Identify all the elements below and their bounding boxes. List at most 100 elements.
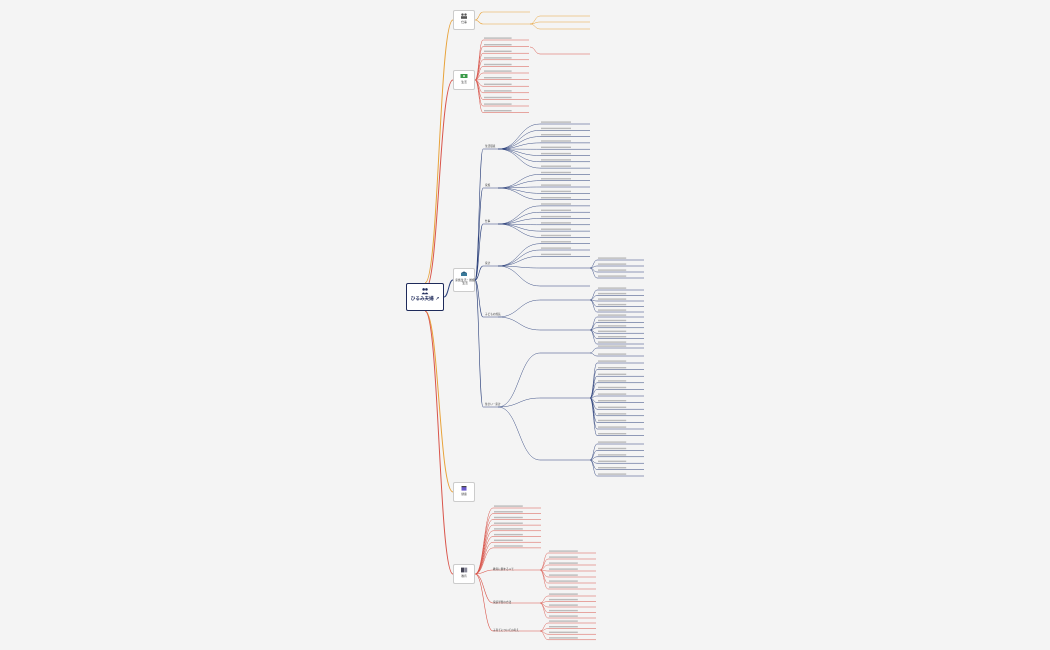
branch-label: 教育 (461, 574, 467, 578)
leaf-text (598, 336, 627, 338)
leaf-text (541, 190, 571, 193)
connector-line (497, 265, 541, 287)
leaf-text (484, 96, 512, 99)
connector-line (497, 187, 541, 194)
leaf-text (598, 257, 627, 259)
leaf-text (494, 545, 523, 547)
connector-line (497, 136, 541, 150)
sub-housing-finance[interactable]: 住まい・家計 (485, 403, 501, 406)
leaf-text (484, 70, 512, 72)
leaf-text (541, 140, 571, 142)
connector-line (497, 316, 541, 331)
leaf-text (484, 63, 512, 66)
leaf-text (541, 171, 571, 174)
connector-line (474, 79, 484, 113)
leaf-text (598, 386, 627, 389)
connector-line (474, 569, 494, 575)
connector-line (589, 289, 598, 301)
leaf-text (484, 83, 512, 85)
leaf-text (598, 319, 627, 322)
leaf-text (598, 269, 627, 271)
leaf-text (598, 447, 627, 450)
connector-line (589, 265, 598, 269)
sub-family[interactable]: 家族 (485, 184, 491, 187)
leaf-text (494, 533, 523, 536)
branch-family[interactable]: 家族生活・婚姻生活 (453, 268, 475, 292)
leaf-text (494, 505, 523, 507)
sub-home-study[interactable]: 家庭学習の方法 (493, 601, 512, 604)
leaf-text (549, 604, 578, 606)
connector-line (474, 265, 484, 281)
sub-work[interactable]: 仕事 (485, 220, 491, 223)
branch-education[interactable]: 教育 (453, 564, 475, 584)
leaf-text (598, 353, 627, 355)
leaf-text (484, 90, 512, 92)
connector-line (497, 397, 541, 408)
connector-line (474, 187, 484, 281)
branch-work[interactable]: 仕事 (453, 10, 475, 30)
leaf-text (541, 152, 571, 155)
connector-line (474, 279, 484, 318)
connector-line (589, 397, 598, 430)
connector-line (539, 595, 549, 604)
connector-line (474, 573, 494, 604)
branch-label: 健康 (461, 492, 467, 496)
sub-household-budget[interactable]: 家計 (485, 262, 491, 265)
leaf-text (494, 511, 523, 513)
branch-health[interactable]: 健康 (453, 482, 475, 502)
connector-line (474, 279, 484, 408)
connector-line (474, 547, 494, 575)
leaf-text (541, 222, 571, 224)
connector-line (497, 205, 541, 225)
leaf-text (549, 609, 578, 612)
calendar-icon (461, 486, 467, 491)
leaf-text (494, 522, 523, 524)
leaf-text (598, 426, 627, 428)
branch-label: 仕事 (461, 20, 467, 24)
connector-line (589, 352, 598, 357)
connector-line (539, 602, 549, 619)
leaf-text (598, 406, 627, 408)
leaf-text (549, 615, 578, 617)
sub-living-environment[interactable]: 生活環境 (485, 145, 496, 148)
branch-life[interactable]: 生活 (453, 70, 475, 90)
connector-root-health (424, 310, 454, 493)
branch-label: 家族生活・婚姻生活 (455, 278, 475, 285)
leaf-text (484, 77, 512, 79)
leaf-text (549, 586, 578, 588)
sub-child-growth[interactable]: 子どもの成長 (485, 313, 501, 316)
sub-parenting-thoughts[interactable]: 子育てについての考え (493, 629, 519, 632)
connector-line (474, 19, 484, 25)
connector-line (474, 513, 494, 575)
connector-line (539, 630, 549, 641)
leaf-text (598, 303, 627, 306)
leaf-text (598, 325, 627, 327)
root-node[interactable]: ひるみ夫婦 ↗ (406, 283, 444, 311)
leaf-text (598, 292, 627, 295)
connector-line (497, 148, 541, 169)
leaf-text (541, 203, 571, 205)
connector-line (497, 406, 541, 461)
leaf-text (541, 159, 571, 161)
leaf-text (541, 241, 571, 243)
connector-line (497, 352, 541, 408)
leaf-text (541, 247, 571, 249)
connector-line (474, 507, 494, 575)
leaf-text (541, 209, 571, 211)
connector-line (474, 530, 494, 575)
leaf-text (541, 215, 571, 218)
connector-line (474, 223, 484, 281)
leaf-text (494, 516, 523, 519)
people-icon (461, 13, 467, 19)
leaf-text (484, 103, 512, 105)
external-link-icon[interactable]: ↗ (435, 297, 440, 302)
connector-line (474, 52, 484, 81)
leaf-text (549, 593, 578, 595)
leaf-text (549, 550, 578, 552)
leaf-text (598, 467, 627, 469)
leaf-text (598, 460, 627, 462)
leaf-text (541, 134, 571, 136)
connector-line (589, 397, 598, 436)
leaf-text (484, 50, 512, 52)
sub-education-memo[interactable]: 教育に関するメモ (493, 568, 514, 571)
